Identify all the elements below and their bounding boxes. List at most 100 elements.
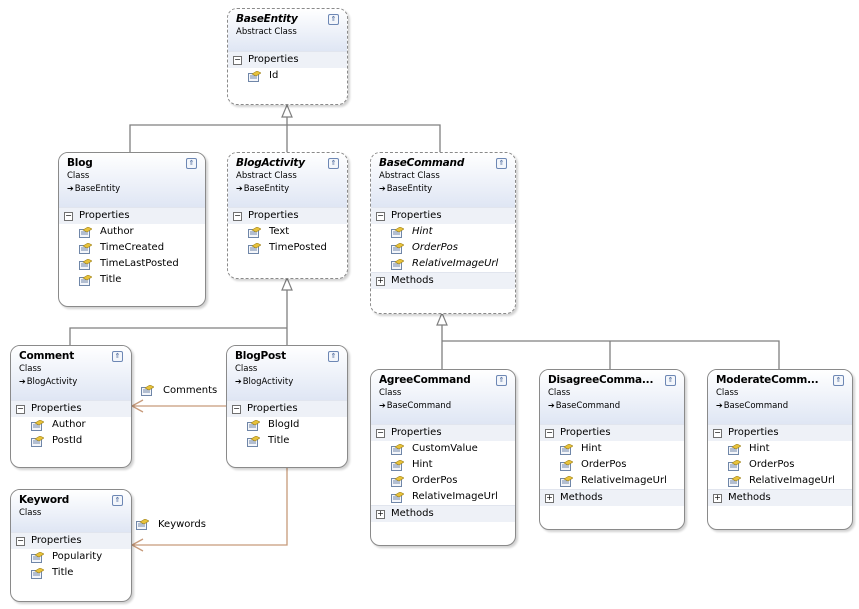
collapse-section-icon[interactable]: −	[232, 403, 241, 414]
inheritance-connector-basecommand[interactable]	[441, 325, 780, 369]
property-item[interactable]: PostId	[11, 433, 131, 449]
property-item[interactable]: Hint	[371, 457, 515, 473]
property-item[interactable]: OrderPos	[540, 457, 684, 473]
property-item[interactable]: TimeCreated	[59, 240, 205, 256]
section-label: Methods	[560, 492, 603, 503]
section-label: Properties	[391, 427, 442, 438]
collapse-section-icon[interactable]: −	[16, 535, 25, 546]
expand-section-icon[interactable]: +	[376, 508, 385, 519]
property-item[interactable]: TimePosted	[228, 240, 347, 256]
collapse-shape-button[interactable]: ⇑	[328, 351, 339, 362]
association-label-keywords[interactable]: Keywords	[136, 519, 206, 530]
collapse-section-icon[interactable]: −	[376, 427, 385, 438]
property-icon	[391, 443, 404, 455]
property-item[interactable]: Hint	[540, 441, 684, 457]
shape-header[interactable]: ModerateComm...Class➔BaseCommand⇑	[708, 370, 852, 424]
section-header-properties[interactable]: −Properties	[371, 424, 515, 441]
collapse-shape-button[interactable]: ⇑	[665, 375, 676, 386]
section-label: Properties	[248, 210, 299, 221]
collapse-section-icon[interactable]: −	[233, 210, 242, 221]
property-item[interactable]: OrderPos	[371, 240, 515, 256]
class-shape-moderatecommand[interactable]: ModerateComm...Class➔BaseCommand⇑−Proper…	[707, 369, 853, 530]
section-header-properties[interactable]: −Properties	[228, 207, 347, 224]
collapse-shape-button[interactable]: ⇑	[328, 14, 339, 25]
property-item[interactable]: Author	[59, 224, 205, 240]
property-icon	[79, 274, 92, 286]
collapse-section-icon[interactable]: −	[64, 210, 73, 221]
collapse-shape-button[interactable]: ⇑	[328, 158, 339, 169]
section-header-properties[interactable]: −Properties	[708, 424, 852, 441]
section-header-properties[interactable]: −Properties	[228, 51, 347, 68]
property-item[interactable]: Hint	[708, 441, 852, 457]
property-item[interactable]: Id	[228, 68, 347, 84]
expand-section-icon[interactable]: +	[376, 275, 385, 286]
property-item[interactable]: Title	[227, 433, 347, 449]
collapse-section-icon[interactable]: −	[545, 427, 554, 438]
collapse-shape-button[interactable]: ⇑	[112, 495, 123, 506]
expand-section-icon[interactable]: +	[713, 492, 722, 503]
association-connector-comments[interactable]	[130, 399, 226, 413]
expand-section-icon[interactable]: +	[545, 492, 554, 503]
class-shape-disagreecommand[interactable]: DisagreeComma...Class➔BaseCommand⇑−Prope…	[539, 369, 685, 530]
property-item[interactable]: Author	[11, 417, 131, 433]
inheritance-connector-baseentity[interactable]	[129, 117, 441, 152]
property-item[interactable]: Hint	[371, 224, 515, 240]
collapse-shape-button[interactable]: ⇑	[112, 351, 123, 362]
section-header-methods[interactable]: +Methods	[708, 489, 852, 506]
section-header-methods[interactable]: +Methods	[371, 272, 515, 289]
property-item[interactable]: OrderPos	[708, 457, 852, 473]
section-header-properties[interactable]: −Properties	[227, 400, 347, 417]
property-item[interactable]: Title	[59, 272, 205, 288]
collapse-section-icon[interactable]: −	[233, 54, 242, 65]
property-item[interactable]: OrderPos	[371, 473, 515, 489]
section-header-properties[interactable]: −Properties	[540, 424, 684, 441]
property-item[interactable]: TimeLastPosted	[59, 256, 205, 272]
association-connector-keywords[interactable]	[130, 467, 288, 552]
base-class: ➔BlogActivity	[235, 377, 347, 387]
property-icon	[728, 459, 741, 471]
collapse-shape-button[interactable]: ⇑	[496, 158, 507, 169]
shape-header[interactable]: DisagreeComma...Class➔BaseCommand⇑	[540, 370, 684, 424]
section-header-properties[interactable]: −Properties	[11, 400, 131, 417]
class-name: BlogActivity	[236, 157, 305, 169]
property-item[interactable]: Text	[228, 224, 347, 240]
section-header-properties[interactable]: −Properties	[11, 532, 131, 549]
property-icon	[31, 419, 44, 431]
section-header-properties[interactable]: −Properties	[59, 207, 205, 224]
collapse-section-icon[interactable]: −	[16, 403, 25, 414]
property-item[interactable]: RelativeImageUrl	[540, 473, 684, 489]
association-label-comments[interactable]: Comments	[141, 385, 217, 396]
section-header-properties[interactable]: −Properties	[371, 207, 515, 224]
property-item[interactable]: RelativeImageUrl	[371, 256, 515, 272]
collapse-shape-button[interactable]: ⇑	[186, 158, 197, 169]
collapse-shape-button[interactable]: ⇑	[833, 375, 844, 386]
collapse-shape-button[interactable]: ⇑	[496, 375, 507, 386]
property-item[interactable]: Title	[11, 565, 131, 581]
property-item[interactable]: CustomValue	[371, 441, 515, 457]
property-item[interactable]: RelativeImageUrl	[708, 473, 852, 489]
property-item[interactable]: Popularity	[11, 549, 131, 565]
property-item[interactable]: BlogId	[227, 417, 347, 433]
section-header-methods[interactable]: +Methods	[371, 505, 515, 522]
collapse-section-icon[interactable]: −	[713, 427, 722, 438]
inheritance-connector-blogactivity[interactable]	[69, 290, 288, 345]
section-header-methods[interactable]: + Methods	[540, 489, 684, 506]
collapse-section-icon[interactable]: −	[376, 210, 385, 221]
property-item[interactable]: RelativeImageUrl	[371, 489, 515, 505]
